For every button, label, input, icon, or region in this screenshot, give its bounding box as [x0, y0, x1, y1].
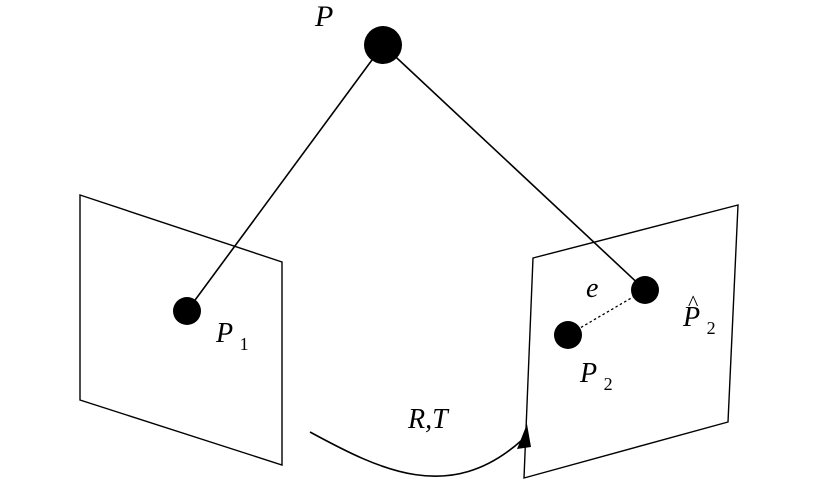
label-P1-sub: 1: [240, 334, 249, 354]
transform-arrowhead: [517, 424, 531, 449]
label-P2: P 2: [579, 358, 613, 394]
label-e: e: [586, 273, 598, 304]
label-P: P: [314, 0, 333, 33]
label-P2-hat: P 2: [682, 302, 716, 338]
label-R-T: R,T: [407, 404, 450, 435]
left-image-point-P1: [173, 297, 201, 325]
label-P2-hat-main: P: [682, 302, 700, 333]
world-point-P: [364, 26, 402, 64]
left-image-plane: [79, 194, 283, 466]
label-P2-main: P: [579, 358, 597, 389]
projected-point-P2-hat: [631, 276, 659, 304]
label-P2-hat-hat: ^: [688, 290, 699, 315]
ray-to-left-image: [186, 44, 384, 312]
label-P2-sub: 2: [604, 374, 613, 394]
label-P1-main: P: [215, 318, 233, 349]
right-image-plane: [523, 204, 739, 479]
label-P2-hat-sub: 2: [707, 318, 716, 338]
label-P1: P 1: [215, 318, 249, 354]
ray-to-right-image: [382, 44, 646, 291]
observed-point-P2: [554, 321, 582, 349]
transform-arrow: [309, 431, 523, 477]
